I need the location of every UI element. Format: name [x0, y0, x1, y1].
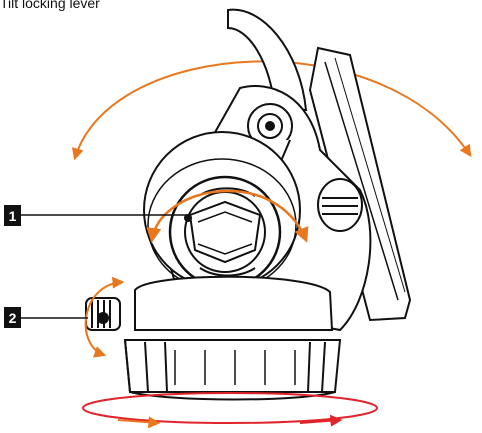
lock-rotation-arrow	[146, 189, 309, 243]
pan-base	[123, 275, 342, 401]
callout-2-label: 2	[9, 310, 17, 326]
pan-handle	[227, 8, 308, 111]
camera-plate	[308, 46, 412, 322]
tilt-lock-lever	[247, 103, 293, 178]
pan-lock-rotation-arrow	[84, 276, 125, 358]
diagram-title: Tilt locking lever	[0, 0, 100, 11]
callout-1-label: 1	[9, 208, 17, 224]
side-adjust-knob	[317, 178, 363, 232]
callout-2: 2	[4, 307, 21, 328]
tilt-range-arrow	[72, 60, 472, 161]
pan-rotation-arrow	[82, 392, 378, 429]
callout-1: 1	[4, 205, 21, 226]
